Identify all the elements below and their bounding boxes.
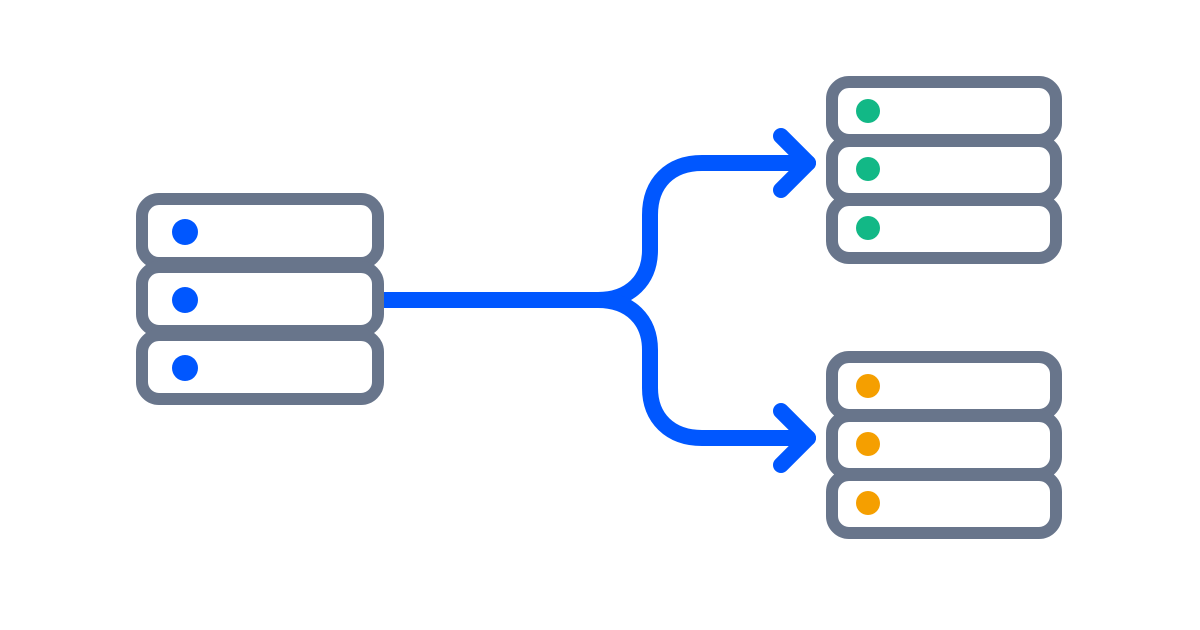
target-bottom-status-dot-3: [856, 491, 880, 515]
target-top-status-dot-1: [856, 99, 880, 123]
source-status-dot-3: [172, 355, 198, 381]
source-server-icon: [136, 193, 384, 405]
split-arrow-icon: [374, 128, 816, 473]
target-top-server-unit-3: [826, 194, 1062, 264]
target-bottom-server-unit-3: [826, 469, 1062, 539]
arrowhead-top: [773, 128, 816, 198]
target-bottom-status-dot-1: [856, 374, 880, 398]
source-server-unit-3: [136, 329, 384, 405]
target-top-status-dot-3: [856, 216, 880, 240]
target-server-top-icon: [826, 76, 1062, 264]
target-top-status-dot-2: [856, 157, 880, 181]
connector-branch-top: [590, 155, 816, 308]
target-bottom-status-dot-2: [856, 432, 880, 456]
connector-branch-bottom: [590, 292, 816, 446]
source-status-dot-2: [172, 287, 198, 313]
target-server-bottom-icon: [826, 351, 1062, 539]
arrowhead-bottom: [773, 403, 816, 473]
source-status-dot-1: [172, 219, 198, 245]
